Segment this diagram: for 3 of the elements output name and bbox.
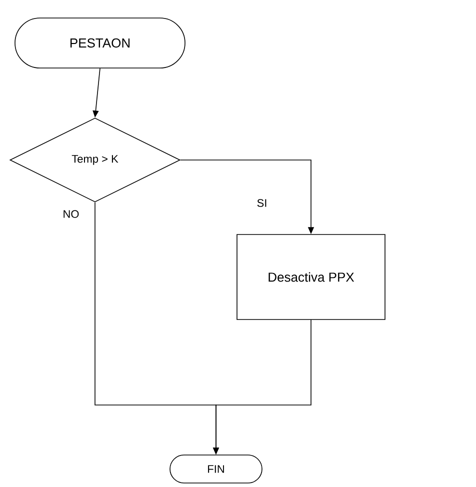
edge-label: NO <box>62 209 80 219</box>
process-box: Desactiva PPX <box>236 234 386 320</box>
edge-label: SI <box>256 198 268 208</box>
